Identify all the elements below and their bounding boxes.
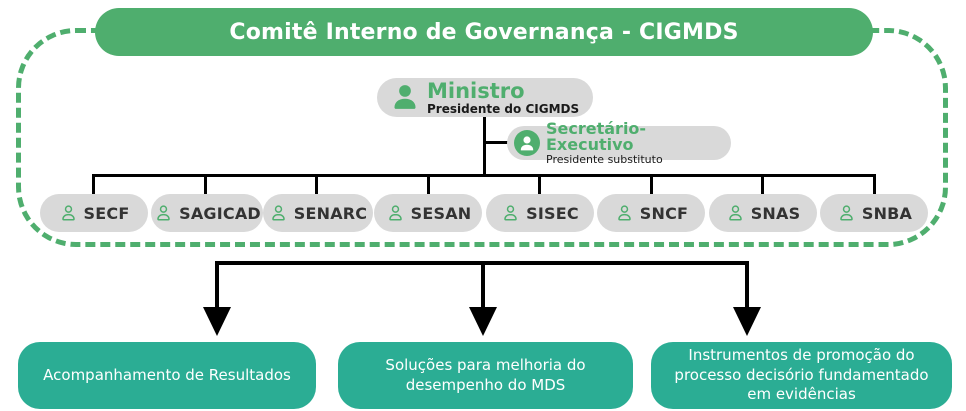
node-label: SAGICAD — [179, 203, 261, 223]
node-sagicad: SAGICAD — [151, 194, 263, 232]
node-label: SISEC — [526, 203, 579, 223]
outcome-box-resultados: Acompanhamento de Resultados — [18, 342, 316, 409]
connector-drop — [649, 174, 653, 195]
person-circle-icon — [514, 130, 540, 156]
ministro-title: Ministro — [427, 78, 525, 103]
arrow-stem — [215, 261, 219, 308]
arrow-down-icon — [469, 307, 497, 336]
person-outline-icon — [840, 204, 853, 221]
connector-drop — [761, 174, 764, 195]
outcome-box-solucoes: Soluções para melhoria do desempenho do … — [338, 342, 633, 409]
person-outline-icon — [388, 204, 402, 221]
connector-secretario-horizontal — [483, 141, 509, 144]
connector-branch-horizontal — [92, 174, 876, 177]
person-outline-icon — [504, 204, 517, 221]
committee-title-banner: Comitê Interno de Governança - CIGMDS — [95, 8, 873, 56]
arrow-down-icon — [203, 307, 231, 336]
person-icon — [394, 84, 416, 109]
committee-title: Comitê Interno de Governança - CIGMDS — [229, 19, 739, 45]
ministro-subtitle: Presidente do CIGMDS — [427, 101, 580, 116]
arrow-stem — [481, 261, 485, 308]
connector-drop — [92, 174, 95, 195]
outcome-label: Soluções para melhoria do desempenho do … — [385, 356, 586, 394]
node-sisec: SISEC — [485, 194, 594, 232]
node-label: SECF — [83, 203, 130, 223]
node-snas: SNAS — [708, 194, 817, 232]
node-snba: SNBA — [820, 194, 928, 232]
person-outline-icon — [271, 204, 285, 221]
person-outline-icon — [157, 204, 170, 221]
node-senarc: SENARC — [262, 194, 373, 232]
connector-drop — [873, 174, 876, 195]
node-ministro: Ministro Presidente do CIGMDS — [377, 78, 593, 117]
node-label: SNAS — [750, 203, 801, 223]
secretario-subtitle: Presidente substituto — [546, 153, 663, 166]
secretario-title: Secretário-Executivo — [546, 119, 647, 154]
connector-drop — [315, 174, 318, 195]
connector-ministro-vertical — [483, 114, 486, 176]
node-label: SNCF — [639, 203, 689, 223]
outcome-label: Acompanhamento de Resultados — [43, 365, 291, 384]
outcome-label: Instrumentos de promoção do processo dec… — [674, 346, 929, 404]
node-label: SNBA — [861, 203, 913, 223]
outcome-box-instrumentos: Instrumentos de promoção do processo dec… — [651, 342, 952, 409]
person-outline-icon — [61, 204, 75, 221]
node-sncf: SNCF — [597, 194, 705, 232]
node-label: SESAN — [410, 203, 472, 223]
node-secf: SECF — [39, 194, 148, 232]
node-label: SENARC — [293, 203, 368, 223]
node-sesan: SESAN — [374, 194, 482, 232]
person-outline-icon — [728, 204, 742, 221]
connector-drop — [426, 174, 430, 195]
node-secretario-executivo: Secretário-Executivo Presidente substitu… — [507, 121, 731, 165]
person-outline-icon — [618, 204, 631, 221]
arrow-stem — [745, 261, 749, 308]
arrow-down-icon — [733, 307, 761, 336]
connector-drop — [203, 174, 207, 195]
connector-drop — [538, 174, 541, 195]
